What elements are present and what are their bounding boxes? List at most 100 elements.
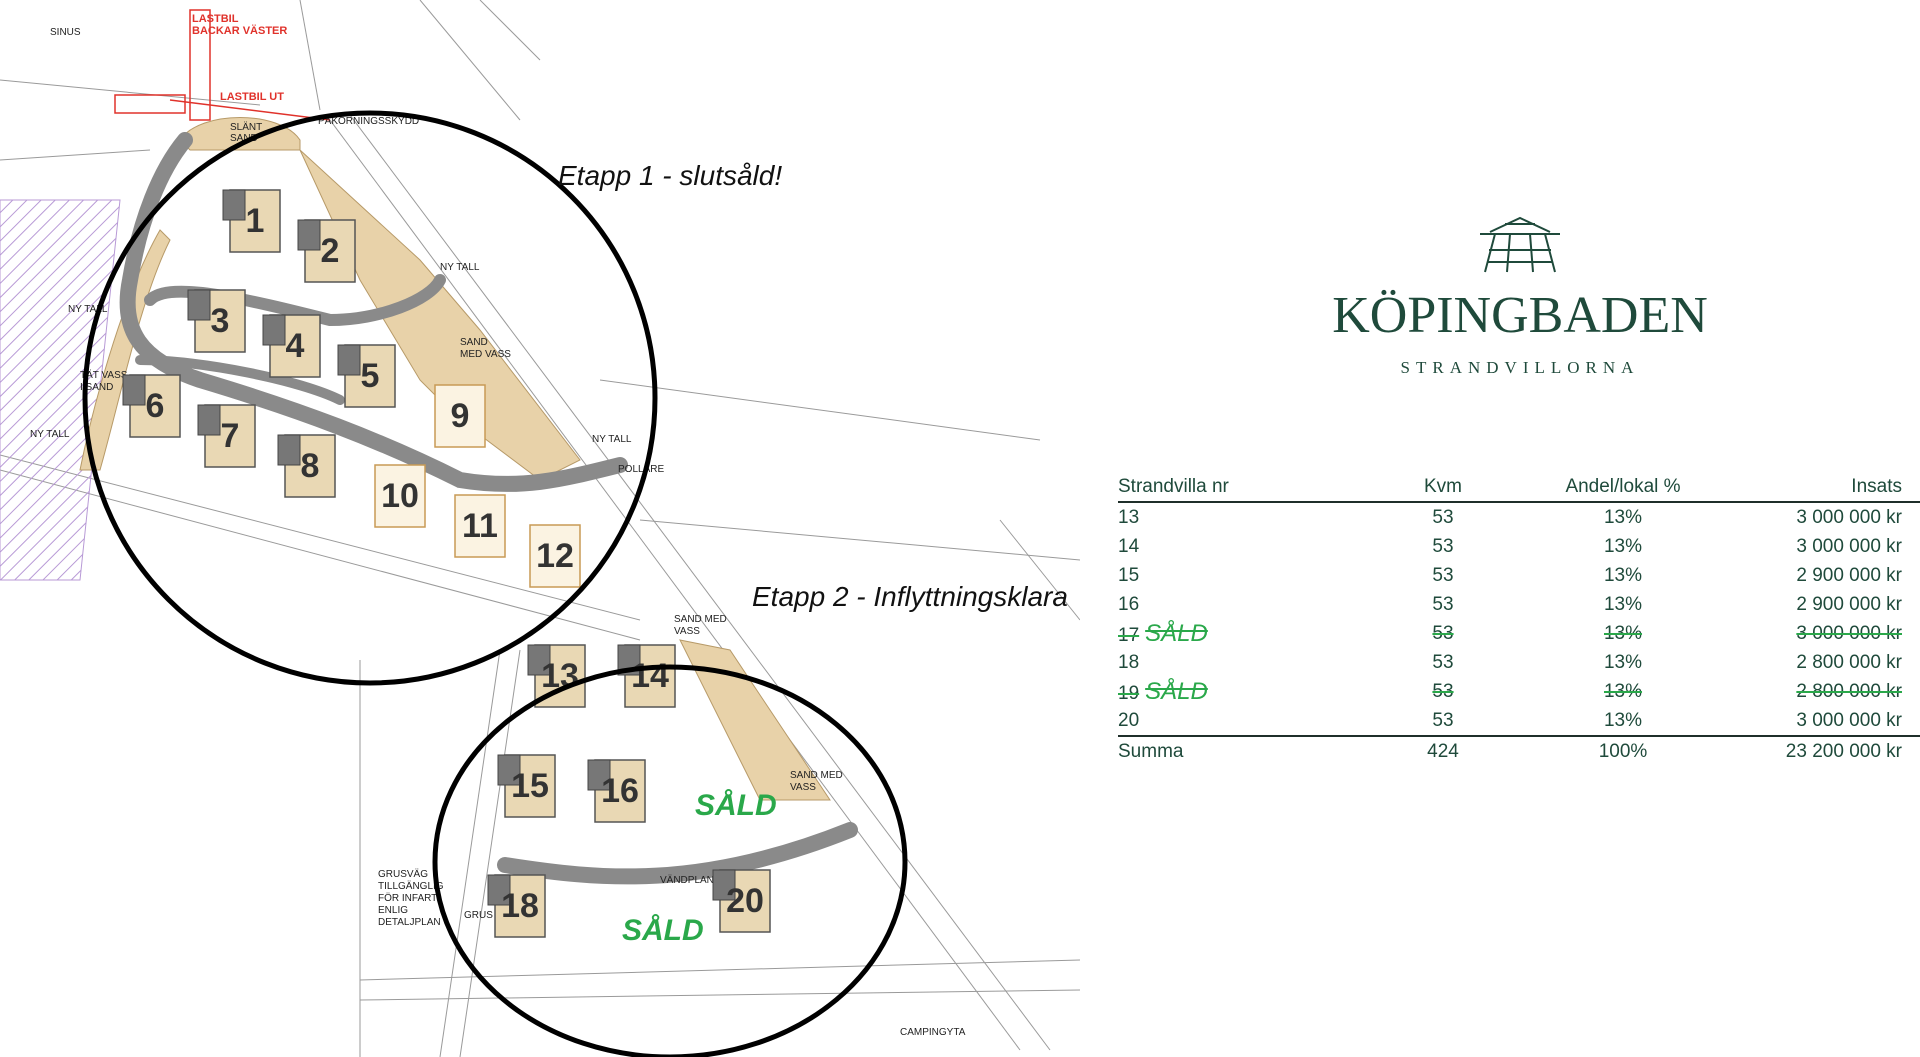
house-lot-16: 16 <box>587 759 646 823</box>
lot-number: 10 <box>381 477 419 515</box>
lot-number: 9 <box>451 397 470 435</box>
label-campsite: CAMPINGYTA <box>900 1027 966 1038</box>
header-nr: Strandvilla nr <box>1118 474 1378 503</box>
cell-kvm: 53 <box>1432 535 1454 557</box>
cell-andel: 13% <box>1603 680 1643 702</box>
table-row: 18 53 13% 2 800 000 kr <box>1118 648 1920 677</box>
map-sold-stamp-17: SÅLD <box>695 789 777 822</box>
sold-tag: SÅLD <box>1145 619 1208 647</box>
lot-number: 1 <box>246 202 265 240</box>
label-grus: GRUS <box>464 910 493 921</box>
map-labels: SINUS LASTBIL BACKAR VÄSTER LASTBIL UT S… <box>30 13 966 1038</box>
house-lot-5: 5 <box>337 344 396 408</box>
lot-number: 15 <box>511 767 549 805</box>
cell-andel: 13% <box>1603 506 1643 528</box>
house-lot-10: 10 <box>374 464 426 528</box>
cell-andel: 13% <box>1603 651 1643 673</box>
lot-number: 5 <box>361 357 380 395</box>
lot-number: 6 <box>146 387 165 425</box>
lot-number: 11 <box>462 507 498 545</box>
lot-number: 18 <box>501 887 539 925</box>
label-new-pine-1: NY TALL <box>440 262 480 273</box>
header-insats: Insats <box>1738 474 1920 503</box>
lot-number: 3 <box>211 302 230 340</box>
label-gravel-road-3: FÖR INFART <box>378 892 437 904</box>
cell-insats: 3 000 000 kr <box>1796 709 1902 731</box>
cell-kvm: 53 <box>1432 622 1454 644</box>
table-header-row: Strandvilla nr Kvm Andel/lokal % Insats <box>1118 474 1920 503</box>
cell-nr: 14 <box>1118 535 1140 557</box>
lot-number: 16 <box>601 772 639 810</box>
house-lot-13: 13 <box>527 644 586 708</box>
house-lot-20: 20 <box>712 869 771 933</box>
cell-insats: 3 000 000 kr <box>1796 622 1902 644</box>
lot-number: 4 <box>286 327 305 365</box>
label-slope-sand: SLÄNT <box>230 121 262 133</box>
truck-route-lines <box>114 9 331 121</box>
label-sand-reed-2b: VASS <box>674 626 700 637</box>
table-row: 20 53 13% 3 000 000 kr <box>1118 706 1920 736</box>
sum-kvm: 424 <box>1378 735 1508 766</box>
etapp1-title: Etapp 1 - slutsåld! <box>558 160 782 191</box>
site-plan-map: SINUS LASTBIL BACKAR VÄSTER LASTBIL UT S… <box>0 0 1080 1057</box>
label-slope-sand-2: SAND <box>230 133 258 144</box>
label-truck-out: LASTBIL UT <box>220 91 284 103</box>
cell-insats: 2 800 000 kr <box>1796 680 1902 702</box>
label-dense-reed: TÄT VASS <box>80 369 128 381</box>
sum-insats: 23 200 000 kr <box>1738 735 1920 766</box>
sum-label: Summa <box>1118 735 1378 766</box>
house-lot-7: 7 <box>197 404 256 468</box>
label-sand-reed-2: SAND MED <box>674 614 727 625</box>
cell-kvm: 53 <box>1432 709 1454 731</box>
label-new-pine-3: NY TALL <box>30 429 70 440</box>
cell-nr: 20 <box>1118 709 1140 731</box>
label-gravel-road-2: TILLGÄNGLIG <box>378 880 444 892</box>
label-bollard: POLLARE <box>618 464 664 475</box>
hatched-zone <box>0 199 121 581</box>
cell-nr: 16 <box>1118 593 1140 615</box>
etapp2-circle <box>432 664 908 1057</box>
brand-subtitle: STRANDVILLORNA <box>1400 358 1640 377</box>
house-lot-15: 15 <box>497 754 556 818</box>
label-new-pine-4: NY TALL <box>592 434 632 445</box>
house-lot-6: 6 <box>122 374 181 438</box>
etapp1-circle <box>82 110 658 686</box>
house-lot-18: 18 <box>487 874 546 938</box>
cell-insats: 2 800 000 kr <box>1796 651 1902 673</box>
lot-number: 20 <box>726 882 764 920</box>
table-row: 16 53 13% 2 900 000 kr <box>1118 590 1920 619</box>
label-sinus: SINUS <box>50 27 81 38</box>
cell-insats: 2 900 000 kr <box>1796 564 1902 586</box>
label-sand-reed-1b: MED VASS <box>460 349 511 360</box>
cell-andel: 13% <box>1603 709 1643 731</box>
cell-kvm: 53 <box>1432 593 1454 615</box>
house-lot-14: 14 <box>617 644 676 708</box>
sum-andel: 100% <box>1508 735 1738 766</box>
cell-andel: 13% <box>1603 622 1643 644</box>
house-lot-9: 9 <box>434 384 486 448</box>
lot-number: 2 <box>321 232 340 270</box>
lot-number: 8 <box>301 447 320 485</box>
cell-kvm: 53 <box>1432 680 1454 702</box>
label-dense-reed-2: I SAND <box>80 382 113 393</box>
cell-insats: 2 900 000 kr <box>1796 593 1902 615</box>
cell-andel: 13% <box>1603 593 1643 615</box>
sand-areas <box>79 117 831 801</box>
cell-nr: 13 <box>1118 506 1140 528</box>
cell-nr: 18 <box>1118 651 1140 673</box>
price-table: Strandvilla nr Kvm Andel/lokal % Insats … <box>1118 474 1920 766</box>
header-kvm: Kvm <box>1378 474 1508 503</box>
house-lot-3: 3 <box>187 289 246 353</box>
house-lot-8: 8 <box>277 434 336 498</box>
cell-kvm: 53 <box>1432 651 1454 673</box>
label-sand-reed-1: SAND <box>460 337 488 348</box>
brand-name: KÖPINGBADEN <box>1332 287 1708 344</box>
label-sand-reed-3: SAND MED <box>790 770 843 781</box>
pier-logo-icon <box>1480 216 1560 273</box>
